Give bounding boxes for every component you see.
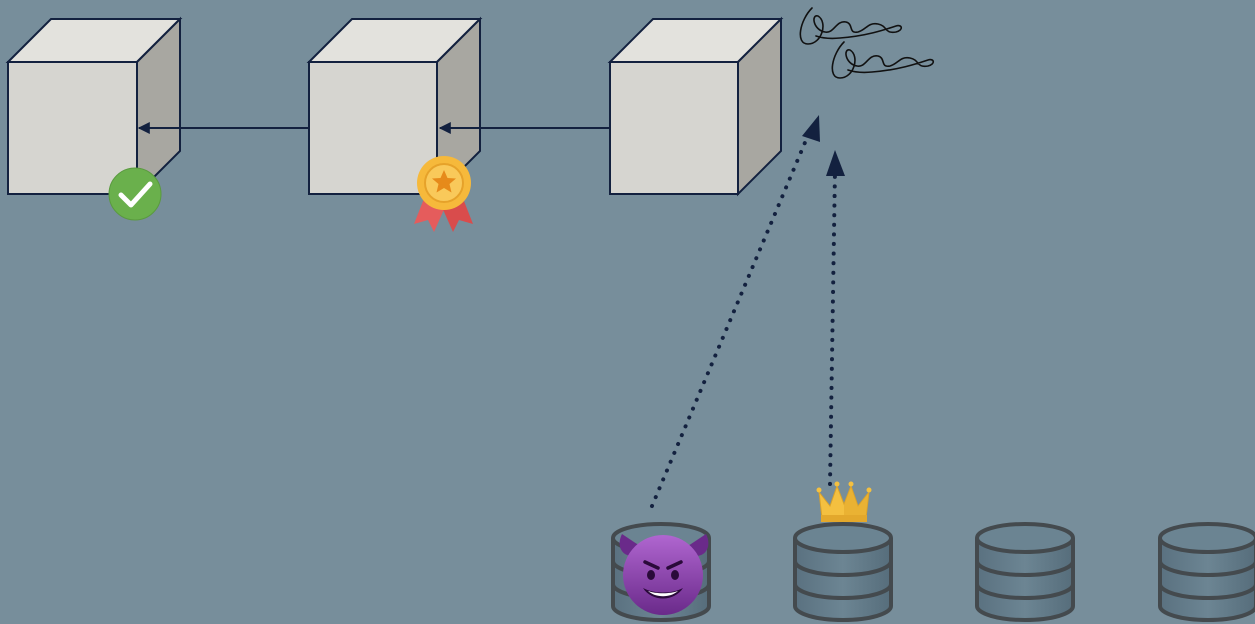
block-1 [5,16,183,197]
block-3 [607,16,784,197]
medal-icon [414,156,473,232]
dotted-link-db1-signature1 [650,131,811,508]
dotted-link-db2-arrowhead [826,150,845,176]
signature-2 [831,41,935,79]
block-1-front [7,61,138,195]
block-2-front [308,61,438,195]
dotted-link-db2-signature2 [828,168,837,486]
devil-emoji-icon [619,534,709,615]
db-2 [793,522,893,622]
dotted-link-db1-arrowhead [802,115,820,142]
db-4 [1158,522,1255,622]
signature-1 [799,7,903,45]
crown-icon [816,481,872,522]
block-3-front [609,61,739,195]
db-3 [975,522,1075,622]
check-icon [108,167,162,221]
block-2 [306,16,483,197]
